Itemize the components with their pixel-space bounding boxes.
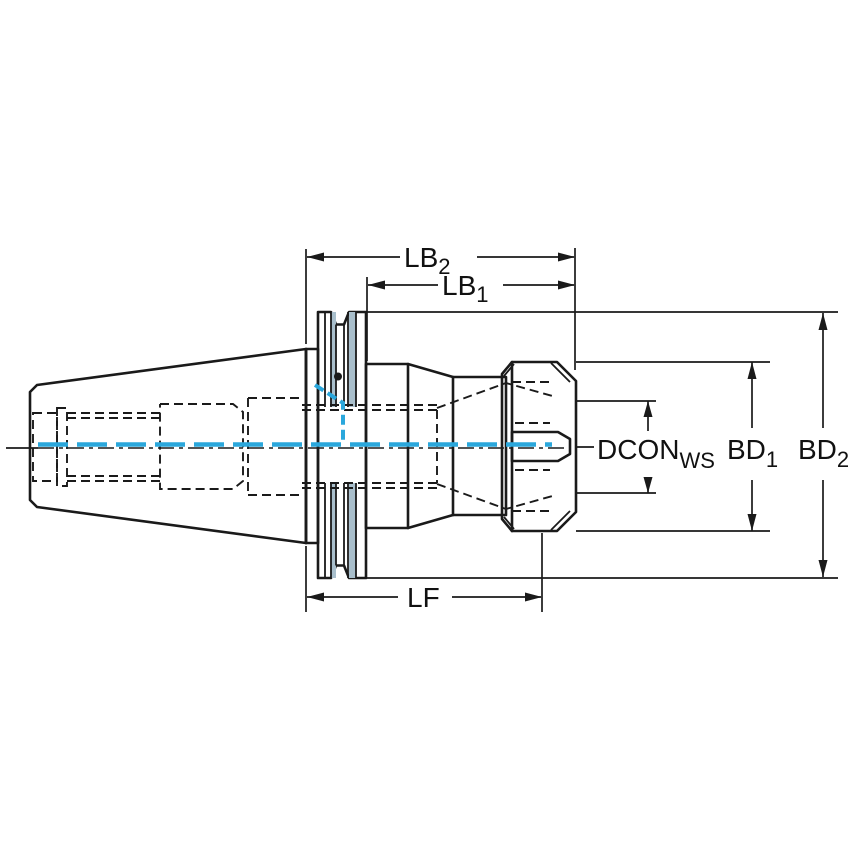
bd2-arrow-up [818,313,828,330]
clamping-nut [500,360,578,533]
groove-shade-strip [331,312,336,407]
coolant-hole-dot [334,372,342,381]
chuck-body [364,362,508,530]
bd1-label: BD1 [727,434,778,472]
nut-chamfer-lines [503,362,571,531]
dimension-bd2: BD2 [366,311,849,579]
lb1-arrow-left [368,280,385,290]
lb1-arrow-right [558,280,575,290]
dimension-lb2: LB2 [305,242,576,370]
ws-arrow-up [643,401,653,417]
lf-label: LF [407,582,440,613]
lb1-label: LB1 [442,270,489,307]
bd2-label: BD2 [798,434,849,472]
flange-groove-shading [331,312,356,578]
dimension-bd1: BD1 [576,361,778,532]
bd1-arrow-up [747,362,757,379]
lf-arrow-left [307,592,324,602]
lb2-arrow-right [558,252,575,262]
dimension-lb1: LB1 [366,270,575,361]
coolant-duct [313,383,345,442]
dimension-dcon-ws: DCONWS [576,400,715,494]
groove-shade-strip [349,483,356,578]
centerline-group [6,442,566,449]
groove-shade-strip [349,312,356,407]
lf-arrow-right [525,592,542,602]
groove-shade-strip [331,483,336,578]
bd2-arrow-down [818,560,828,577]
bd1-arrow-down [747,514,757,531]
hidden-internal-lines [32,381,557,512]
lb2-label: LB2 [404,242,451,279]
lb2-arrow-left [307,252,324,262]
coolant-duct-group [313,372,345,442]
ws-arrow-down [643,477,653,493]
dimension-lf: LF [305,533,543,613]
flange-groove-lines [324,312,357,578]
dcon-ws-label: DCONWS [597,434,715,473]
